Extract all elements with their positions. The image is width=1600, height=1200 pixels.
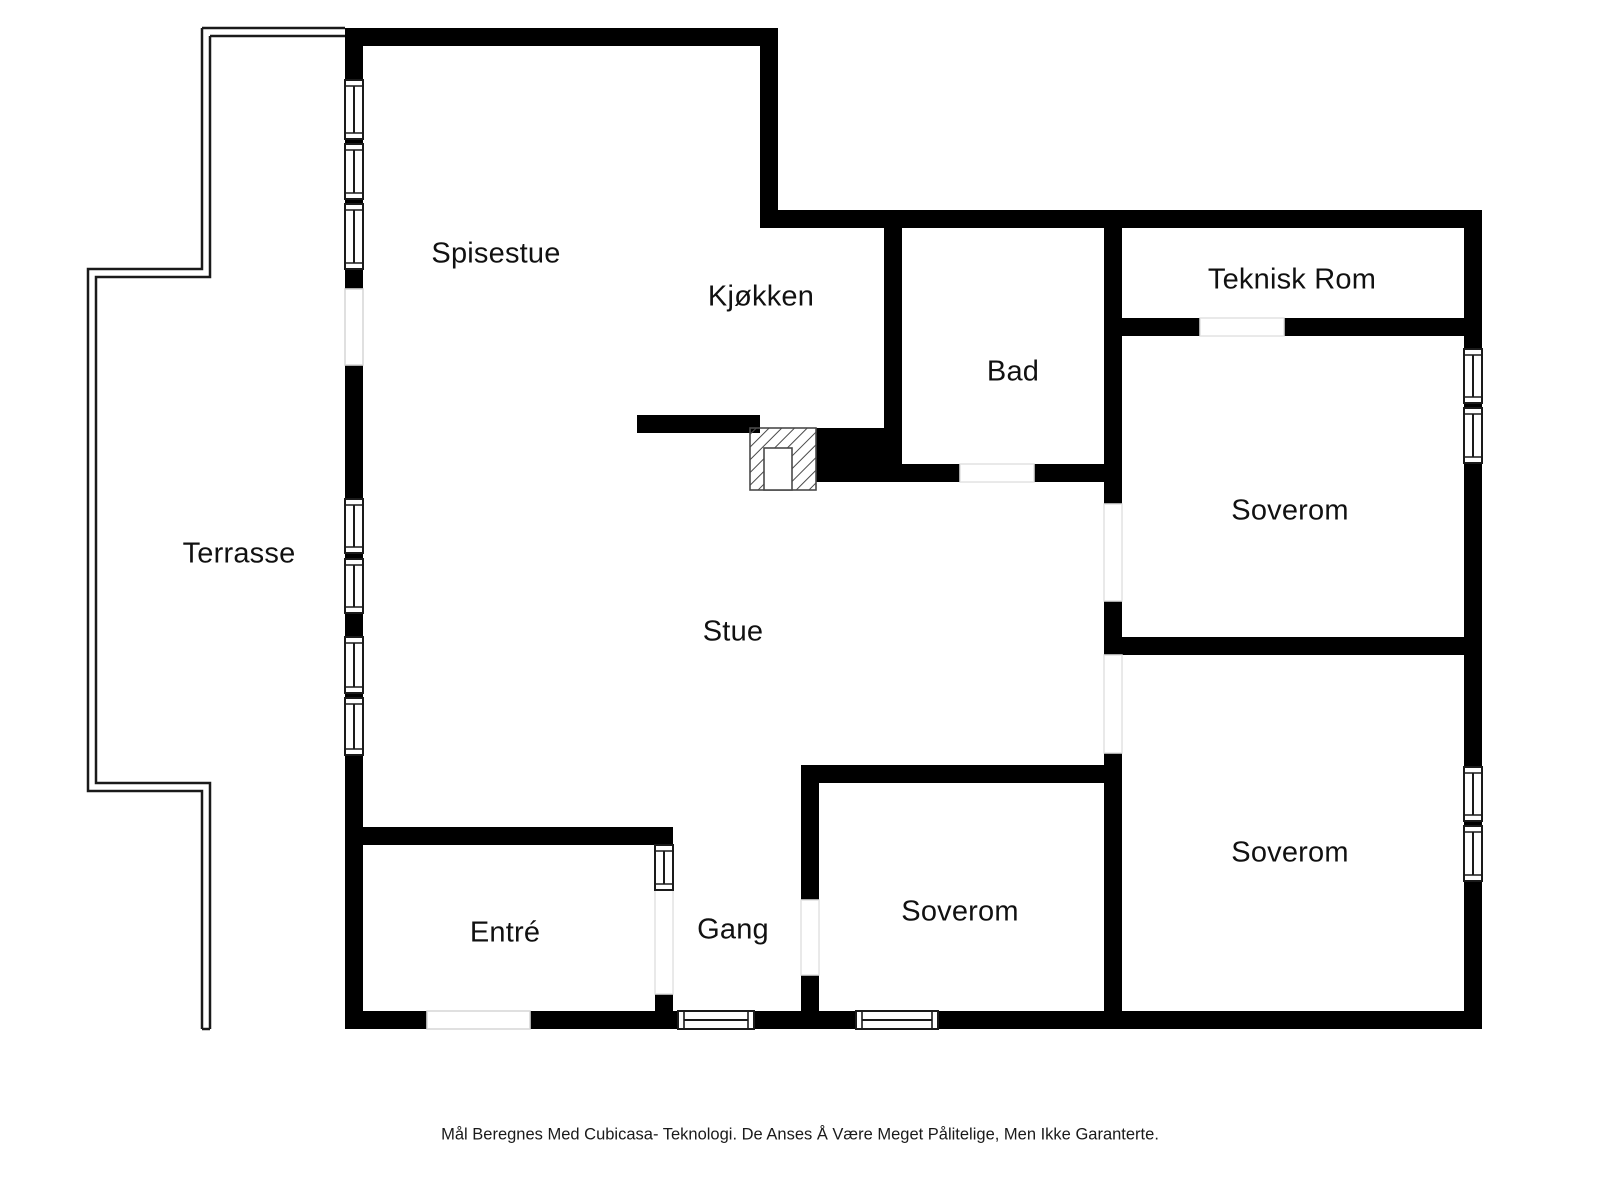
window-left-7 bbox=[344, 697, 364, 756]
windows-bottom-wall bbox=[426, 1010, 939, 1030]
window-bottom-1 bbox=[677, 1010, 755, 1030]
window-left-6 bbox=[344, 636, 364, 694]
door-stue-center bbox=[1103, 654, 1123, 754]
door-teknisk-rom bbox=[1199, 317, 1285, 337]
wall-teknisk-bottom-left bbox=[1122, 318, 1200, 336]
wall-left-seg-4 bbox=[345, 613, 363, 637]
wall-left-jamb-3 bbox=[345, 553, 363, 559]
window-right-4 bbox=[1463, 825, 1483, 882]
wall-center-vert-seg-2 bbox=[1104, 601, 1122, 655]
windows-left-wall bbox=[344, 79, 364, 756]
footer-disclaimer: Mål Beregnes Med Cubicasa- Teknologi. De… bbox=[441, 1125, 1159, 1144]
window-right-2 bbox=[1463, 407, 1483, 464]
wall-left-seg-3 bbox=[345, 365, 363, 499]
wall-bad-left bbox=[884, 228, 902, 482]
wall-soverom3-left-lower bbox=[801, 975, 819, 1029]
wall-center-vert-seg-3 bbox=[1104, 753, 1122, 1029]
wall-bottom-seg-1 bbox=[345, 1011, 427, 1029]
wall-soverom-divider bbox=[1122, 637, 1482, 655]
wall-right-seg-1 bbox=[1464, 210, 1482, 348]
wall-right-spisestue bbox=[760, 28, 778, 228]
wall-left-jamb-4 bbox=[345, 693, 363, 698]
fireplace-icon bbox=[749, 427, 817, 491]
wall-soverom3-left-upper bbox=[801, 765, 819, 900]
window-left-3 bbox=[344, 203, 364, 270]
wall-bad-right bbox=[1104, 228, 1122, 482]
window-right-1 bbox=[1463, 348, 1483, 404]
window-right-3 bbox=[1463, 766, 1483, 822]
wall-bad-bottom-left bbox=[884, 464, 960, 482]
window-entre-partition bbox=[654, 844, 674, 891]
wall-entre-right-jamb-bottom bbox=[655, 994, 673, 1011]
wall-right-seg-2 bbox=[1464, 463, 1482, 766]
wall-top-east-wing bbox=[760, 210, 1482, 228]
windows-right-wall bbox=[1463, 348, 1483, 882]
door-soverom-3 bbox=[800, 899, 820, 976]
wall-kjokken-bottom bbox=[637, 415, 760, 433]
wall-teknisk-bottom-right bbox=[1284, 318, 1482, 336]
wall-soverom3-top bbox=[801, 765, 1122, 783]
window-left-1 bbox=[344, 79, 364, 140]
wall-bottom-seg-2 bbox=[530, 1011, 678, 1029]
wall-bottom-seg-4 bbox=[938, 1011, 1482, 1029]
wall-fireplace-block bbox=[816, 428, 884, 482]
window-left-4 bbox=[344, 498, 364, 554]
wall-right-jamb-1 bbox=[1464, 403, 1482, 408]
wall-right-seg-3 bbox=[1464, 881, 1482, 1029]
wall-bad-bottom-right bbox=[1034, 464, 1122, 482]
door-bottom-entre bbox=[426, 1010, 531, 1030]
wall-structure bbox=[345, 28, 1482, 1029]
wall-left-seg-5 bbox=[345, 755, 363, 1029]
wall-top-spisestue bbox=[345, 28, 778, 46]
wall-entre-top bbox=[345, 827, 673, 845]
wall-right-jamb-2 bbox=[1464, 821, 1482, 826]
door-soverom-1 bbox=[1103, 503, 1123, 602]
terrace-outline bbox=[86, 26, 345, 1031]
wall-center-vert-seg-1 bbox=[1104, 482, 1122, 504]
wall-left-seg-1 bbox=[345, 28, 363, 80]
window-left-5 bbox=[344, 558, 364, 614]
wall-left-jamb-2 bbox=[345, 199, 363, 204]
window-left-2 bbox=[344, 143, 364, 200]
door-left-terrace bbox=[344, 288, 364, 366]
window-bottom-2 bbox=[855, 1010, 939, 1030]
wall-left-jamb-1 bbox=[345, 139, 363, 144]
wall-left-seg-2 bbox=[345, 269, 363, 289]
door-bad bbox=[959, 463, 1035, 483]
